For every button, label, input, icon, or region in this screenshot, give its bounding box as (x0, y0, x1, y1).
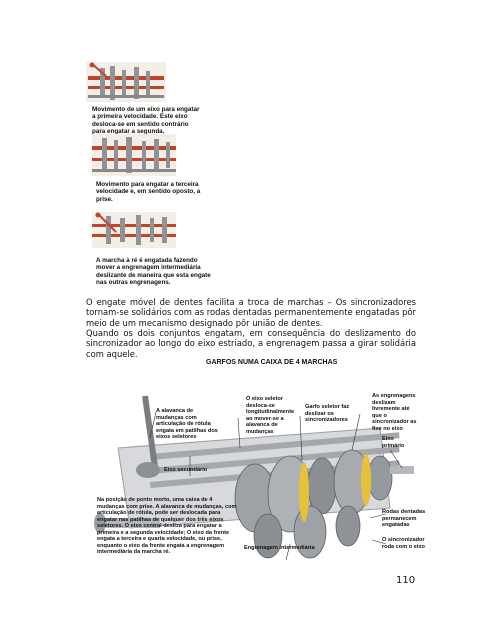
paragraph-engate: O engate móvel de dentes facilita a troc… (86, 297, 416, 328)
label-eixo-primario: Eixo primário (382, 436, 405, 449)
page-number: 110 (396, 575, 416, 586)
label-garfo: Garfo seletor faz deslizar os sincroniza… (305, 404, 350, 423)
label-rodas: Rodas dentadas permanecem engatadas (382, 509, 426, 528)
gearbox-illustration (94, 395, 414, 561)
gear-shift-diagram-3 (92, 212, 176, 248)
label-alavanca: A alavanca de mudanças com articulação d… (156, 408, 218, 440)
paragraph-sincronizador: Quando os dois conjuntos engatam, em con… (86, 328, 416, 359)
label-eixo-secundario: Eixo secundário (164, 467, 208, 473)
label-intermediaria: Engrenagem intermediária (244, 545, 315, 551)
gear-shift-diagram-1 (86, 62, 166, 102)
caption-third-gear: Movimento para engatar a terceira veloci… (96, 181, 201, 203)
caption-first-gear: Movimento de um eixo para engatar a prim… (92, 106, 200, 136)
gear-shift-diagram-2 (92, 134, 176, 176)
figure-title: GARFOS NUMA CAIXA DE 4 MARCHAS (206, 359, 338, 366)
caption-reverse-gear: A marcha à ré é engatada fazendo mover a… (96, 257, 211, 287)
label-ponto-morto: Na posição de ponto morto, uma caixa de … (97, 497, 237, 555)
label-engrenagens: As engrenagens deslizam livremente até q… (372, 393, 417, 432)
label-sincronizador: O sincronizador roda com o eixo (382, 537, 425, 550)
label-eixo-seletor: O eixo seletor desloca-se longitudinalme… (246, 396, 295, 435)
